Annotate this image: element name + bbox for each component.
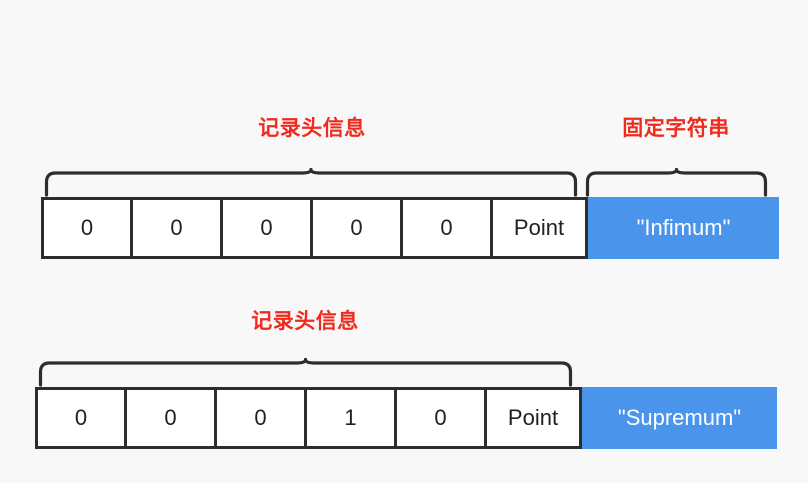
record-row-supremum: 0 0 0 1 0 Point "Supremum" bbox=[35, 387, 777, 449]
row1-header-label: 记录头信息 bbox=[258, 116, 366, 140]
row2-fixed-string: "Supremum" bbox=[582, 387, 777, 449]
row2-cell-4: 0 bbox=[397, 390, 487, 446]
row2-cell-0: 0 bbox=[38, 390, 127, 446]
row1-cell-3: 0 bbox=[313, 200, 403, 256]
row1-cell-1: 0 bbox=[133, 200, 223, 256]
row1-fixed-label: 固定字符串 bbox=[622, 116, 730, 140]
row1-cell-0: 0 bbox=[44, 200, 133, 256]
row1-header-cells: 0 0 0 0 0 Point bbox=[41, 197, 588, 259]
record-row-infimum: 0 0 0 0 0 Point "Infimum" bbox=[41, 197, 779, 259]
row1-cell-2: 0 bbox=[223, 200, 313, 256]
row1-cell-point: Point bbox=[493, 200, 585, 256]
row1-cell-4: 0 bbox=[403, 200, 493, 256]
row2-header-cells: 0 0 0 1 0 Point bbox=[35, 387, 582, 449]
row1-header-brace-icon bbox=[44, 167, 578, 197]
row1-fixed-brace-icon bbox=[585, 167, 768, 197]
row1-fixed-string: "Infimum" bbox=[588, 197, 779, 259]
row2-header-label: 记录头信息 bbox=[251, 309, 359, 333]
row2-cell-1: 0 bbox=[127, 390, 217, 446]
row2-header-brace-icon bbox=[38, 357, 573, 387]
row2-cell-point: Point bbox=[487, 390, 579, 446]
row2-cell-2: 0 bbox=[217, 390, 307, 446]
row2-cell-3: 1 bbox=[307, 390, 397, 446]
